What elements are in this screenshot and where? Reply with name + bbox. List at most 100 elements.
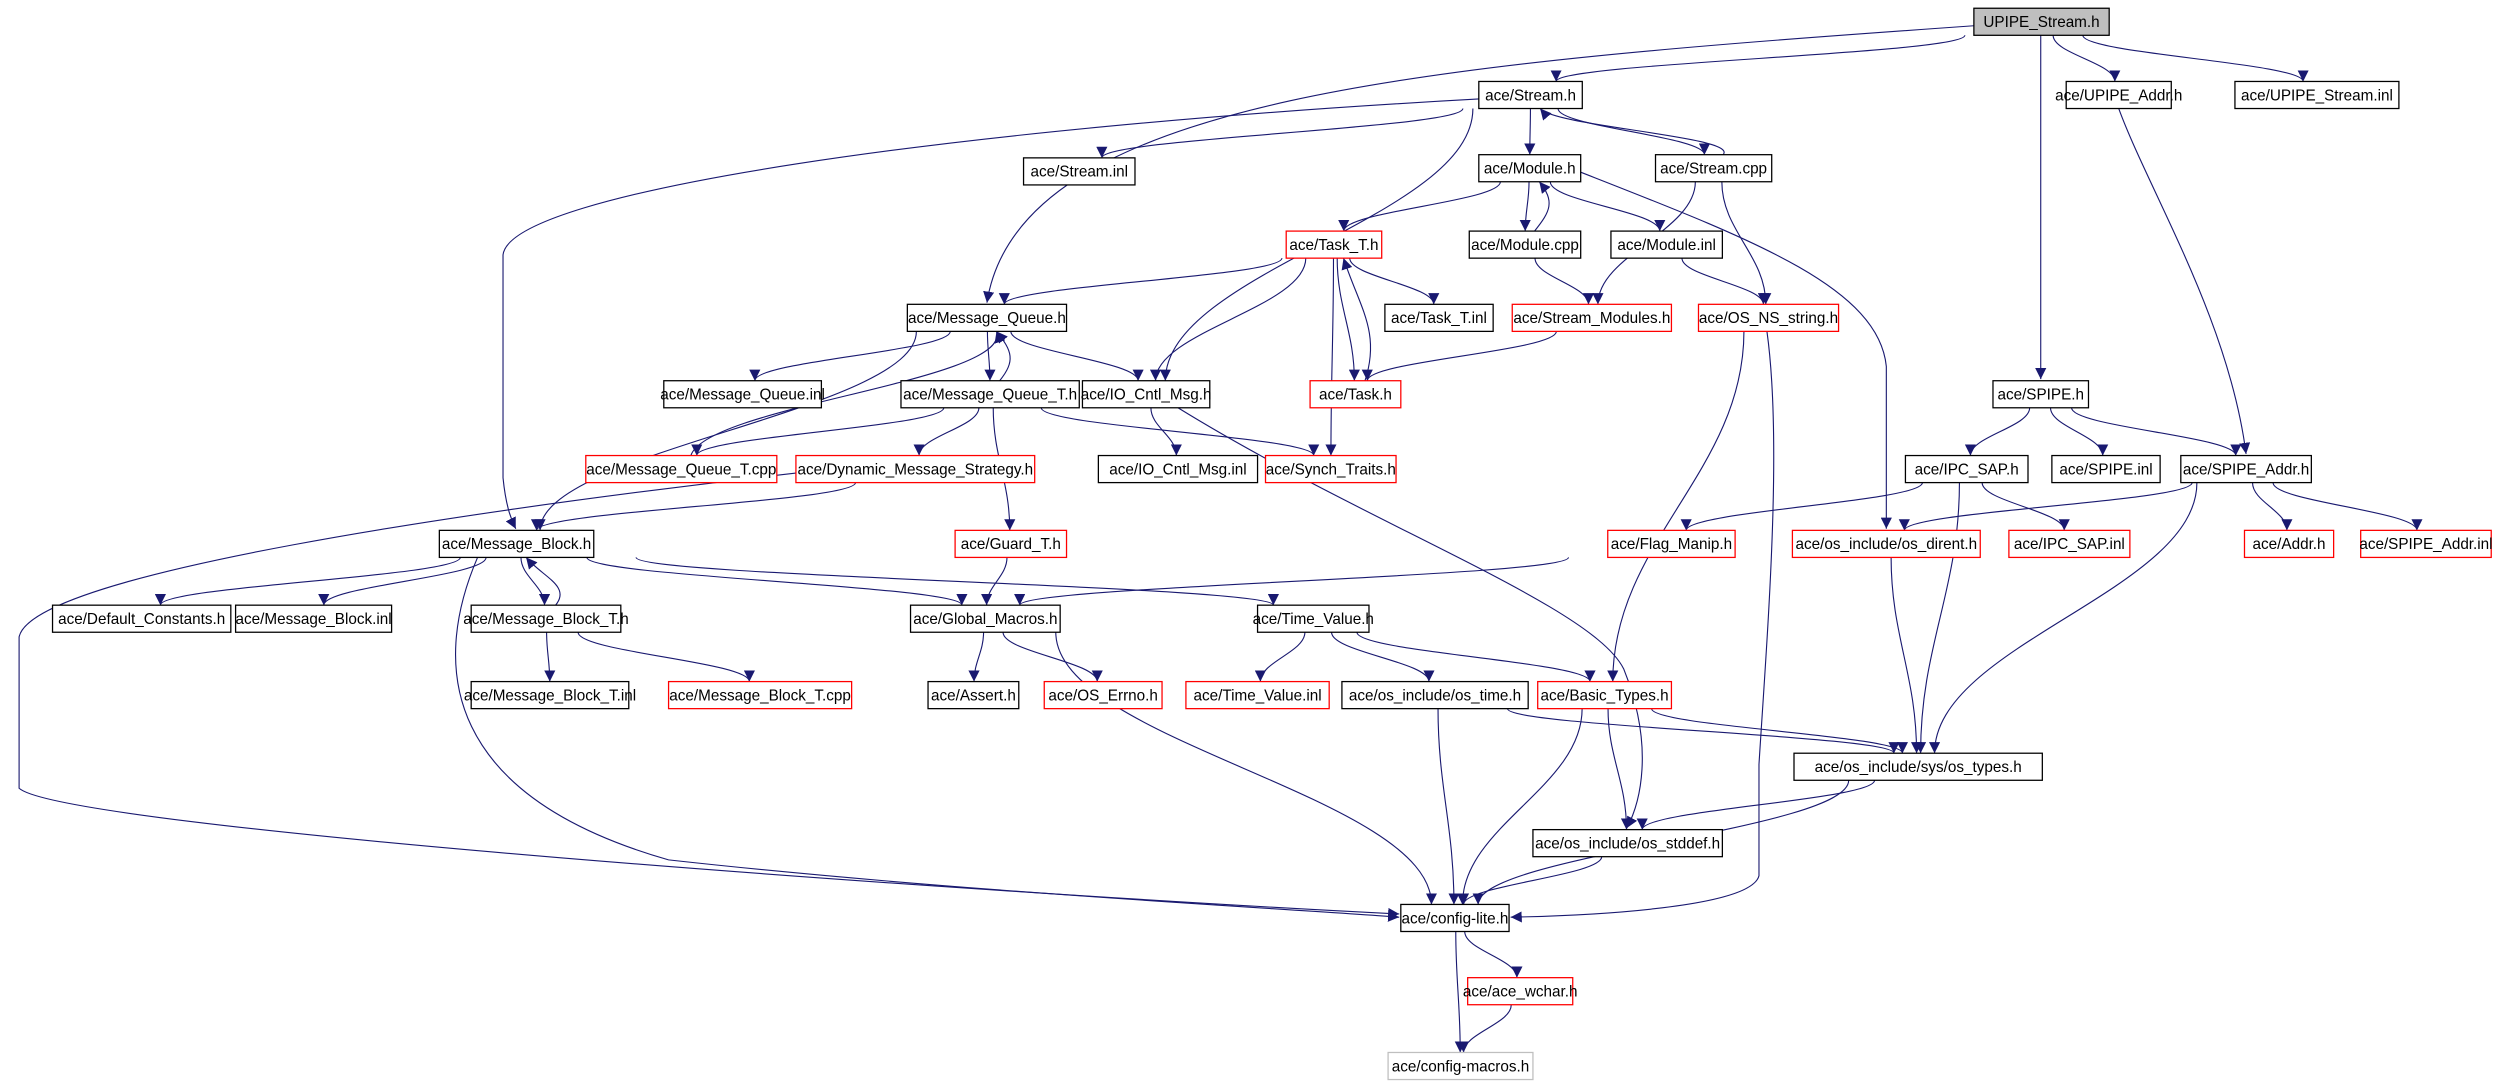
node-label: ace/SPIPE_Addr.inl <box>2359 536 2492 553</box>
file-node[interactable]: ace/IO_Cntl_Msg.h <box>1081 380 1212 409</box>
file-node[interactable]: ace/Task_T.inl <box>1384 303 1494 333</box>
file-node[interactable]: ace/Message_Queue_T.h <box>900 380 1080 409</box>
dependency-edge <box>1607 708 1633 830</box>
file-node[interactable]: ace/Message_Queue_T.cpp <box>585 454 778 484</box>
node-box <box>1791 529 1981 559</box>
dependency-edge <box>2052 35 2121 82</box>
file-node[interactable]: ace/os_include/os_stddef.h <box>1532 828 1724 858</box>
node-label: UPIPE_Stream.h <box>1983 14 2099 31</box>
file-node[interactable]: ace/UPIPE_Stream.inl <box>2234 80 2400 110</box>
dependency-edge <box>2070 407 2242 456</box>
node-box <box>795 454 1036 484</box>
node-box <box>1256 604 1370 633</box>
file-node[interactable]: ace/config-lite.h <box>1400 903 1510 933</box>
node-label: ace/Stream.h <box>1485 87 1576 104</box>
node-label: ace/os_include/os_stddef.h <box>1535 835 1720 852</box>
graph-root-node: UPIPE_Stream.h <box>1973 7 2110 36</box>
file-node[interactable]: ace/Task.h <box>1309 380 1402 409</box>
file-node[interactable]: ace/Message_Block_T.cpp <box>667 680 853 710</box>
file-node[interactable]: ace/Guard_T.h <box>954 529 1068 559</box>
node-box <box>585 454 778 484</box>
dependency-edge <box>690 331 1006 456</box>
node-label: ace/IO_Cntl_Msg.inl <box>1109 461 1246 478</box>
dependency-edge <box>1338 181 1501 232</box>
dependency-edge <box>1055 632 1437 905</box>
dependency-edge <box>984 331 996 381</box>
dependency-edge <box>1456 708 1583 905</box>
file-node[interactable]: ace/os_include/os_time.h <box>1341 680 1529 710</box>
node-box <box>1973 7 2110 36</box>
file-node[interactable]: ace/OS_Errno.h <box>1043 680 1163 710</box>
file-node[interactable]: ace/Addr.h <box>2243 529 2335 559</box>
file-node[interactable]: ace/ace_wchar.h <box>1463 977 1578 1006</box>
file-node[interactable]: ace/Default_Constants.h <box>51 604 232 633</box>
dependency-edge <box>1330 632 1435 682</box>
file-node[interactable]: ace/Flag_Manip.h <box>1607 529 1736 559</box>
edges-layer <box>18 25 2423 1053</box>
file-node[interactable]: ace/SPIPE.inl <box>2051 454 2161 484</box>
dependency-edge <box>2049 407 2109 456</box>
file-node[interactable]: ace/Module.h <box>1478 154 1582 183</box>
file-node[interactable]: ace/Time_Value.inl <box>1185 680 1330 710</box>
file-node[interactable]: ace/SPIPE_Addr.h <box>2180 454 2312 484</box>
node-box <box>900 380 1080 409</box>
node-box <box>909 604 1061 633</box>
dependency-edge <box>1096 108 1464 159</box>
file-node[interactable]: ace/Assert.h <box>927 680 1020 710</box>
node-box <box>663 380 823 409</box>
file-node[interactable]: ace/config-macros.h <box>1387 1051 1534 1081</box>
node-box <box>234 604 393 633</box>
file-node[interactable]: ace/Stream.h <box>1478 80 1583 110</box>
node-label: ace/IO_Cntl_Msg.h <box>1081 387 1212 404</box>
file-node[interactable]: ace/os_include/sys/os_types.h <box>1793 752 2043 781</box>
dependency-edge <box>1534 181 1551 232</box>
file-node[interactable]: ace/Synch_Traits.h <box>1264 454 1397 484</box>
node-box <box>470 604 622 633</box>
file-node[interactable]: ace/UPIPE_Addr.h <box>2055 80 2182 110</box>
file-node[interactable]: ace/Time_Value.h <box>1253 604 1374 633</box>
file-node[interactable]: ace/Dynamic_Message_Strategy.h <box>795 454 1036 484</box>
dependency-edge <box>1549 181 1666 232</box>
file-node[interactable]: ace/Module.inl <box>1610 230 1724 259</box>
file-node[interactable]: ace/Message_Block_T.inl <box>464 680 636 710</box>
file-node[interactable]: ace/Basic_Types.h <box>1537 680 1673 710</box>
file-node[interactable]: ace/Message_Block.h <box>438 529 595 559</box>
file-node[interactable]: ace/IPC_SAP.inl <box>2008 529 2131 559</box>
dependency-edge <box>1721 181 1772 305</box>
file-node[interactable]: ace/Module.cpp <box>1468 230 1582 259</box>
node-box <box>1992 380 2090 409</box>
file-node[interactable]: ace/Message_Queue.h <box>906 303 1068 333</box>
dependency-edge <box>2118 108 2251 455</box>
node-box <box>1607 529 1736 559</box>
node-box <box>2065 80 2172 110</box>
node-label: ace/Module.h <box>1484 161 1576 178</box>
node-label: ace/Stream.cpp <box>1660 161 1767 178</box>
node-box <box>2243 529 2335 559</box>
dependency-edge <box>2272 482 2423 531</box>
file-node[interactable]: ace/Stream_Modules.h <box>1511 303 1673 333</box>
file-node[interactable]: ace/OS_NS_string.h <box>1697 303 1840 333</box>
file-node[interactable]: ace/Stream.inl <box>1022 157 1136 186</box>
file-node[interactable]: ace/IO_Cntl_Msg.inl <box>1097 454 1259 484</box>
file-node[interactable]: ace/Message_Block_T.h <box>463 604 629 633</box>
node-label: ace/os_include/sys/os_types.h <box>1815 759 2022 776</box>
file-node[interactable]: ace/SPIPE.h <box>1992 380 2090 409</box>
node-box <box>1341 680 1529 710</box>
node-box <box>1285 230 1383 259</box>
file-node[interactable]: ace/Stream.cpp <box>1654 154 1773 183</box>
file-node[interactable]: ace/SPIPE_Addr.inl <box>2359 529 2493 559</box>
file-node[interactable]: ace/IPC_SAP.h <box>1904 454 2029 484</box>
file-node[interactable]: ace/os_include/os_dirent.h <box>1791 529 1981 559</box>
dependency-edge <box>1454 931 1466 1053</box>
dependency-edge <box>1964 407 2031 456</box>
file-node[interactable]: ace/Global_Macros.h <box>909 604 1061 633</box>
file-node[interactable]: ace/Message_Block.inl <box>234 604 393 633</box>
dependency-edge <box>1040 407 1320 457</box>
file-node[interactable]: ace/Task_T.h <box>1285 230 1383 259</box>
file-node[interactable]: ace/Message_Queue.inl <box>660 380 825 409</box>
node-label: ace/Addr.h <box>2253 536 2326 553</box>
dependency-edge <box>1580 171 1892 529</box>
node-label: ace/Default_Constants.h <box>58 611 225 628</box>
dependency-edge <box>1457 1004 1512 1053</box>
dependency-edge <box>318 557 487 606</box>
